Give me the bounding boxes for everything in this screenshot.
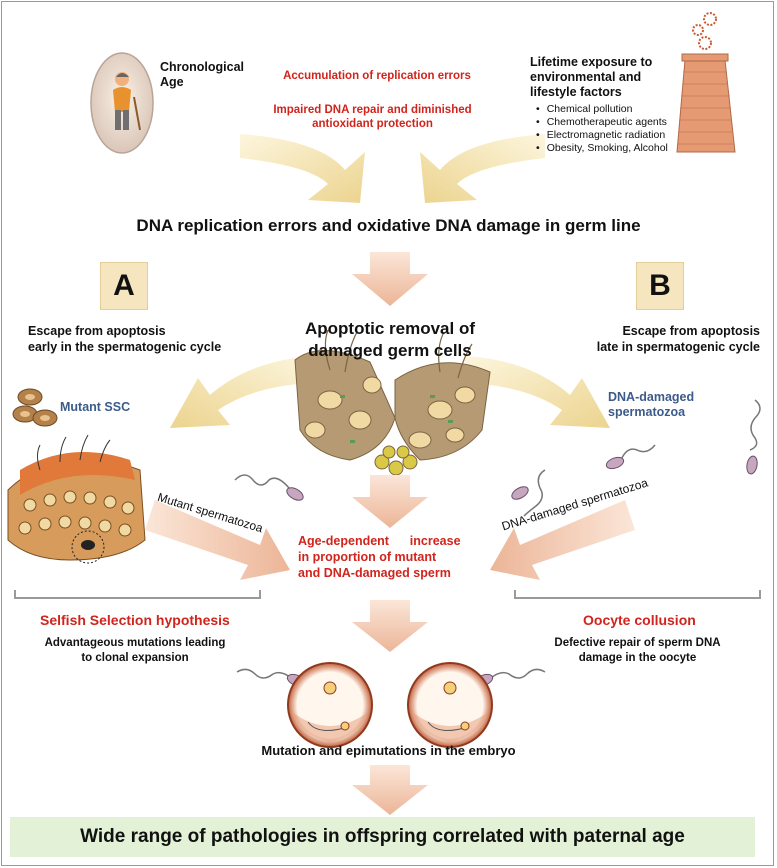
mutant-ssc-cells (12, 388, 58, 427)
replication-errors-label: Accumulation of replication errors (283, 70, 471, 82)
factor-item: Obesity, Smoking, Alcohol (536, 142, 686, 155)
selfish-selection-title: Selfish Selection hypothesis (40, 612, 230, 628)
down-arrow-3 (352, 600, 428, 652)
embryo-label: Mutation and epimutations in the embryo (261, 743, 516, 758)
conclusion-band: Wide range of pathologies in offspring c… (10, 817, 755, 857)
embryo-left (287, 662, 373, 748)
side-arrow-left (170, 356, 315, 428)
converge-arrow-right (420, 134, 545, 203)
oocyte-collusion-title: Oocyte collusion (583, 612, 696, 628)
down-arrow-1 (352, 252, 428, 306)
conclusion-text: Wide range of pathologies in offspring c… (80, 826, 685, 847)
selfish-selection-desc: Advantageous mutations leading to clonal… (44, 637, 226, 664)
factor-item: Chemotherapeutic agents (536, 116, 686, 129)
elderly-person-icon (90, 52, 154, 154)
bracket-right (514, 590, 761, 599)
bracket-left (14, 590, 261, 599)
down-arrow-2 (352, 475, 428, 528)
down-arrow-4 (352, 765, 428, 815)
escape-late-label: Escape from apoptosis late in spermatoge… (596, 324, 760, 354)
oocyte-collusion-desc: Defective repair of sperm DNA damage in … (554, 637, 721, 664)
age-dependent-increase-label: Age-dependent increase in proportion of … (298, 534, 461, 580)
apoptotic-removal-label: Apoptotic removal of damaged germ cells (304, 319, 475, 360)
tubule-section-clonal-expansion (7, 434, 146, 564)
main-heading: DNA replication errors and oxidative DNA… (136, 216, 641, 235)
chronological-age-label: Chronological Age (160, 60, 245, 89)
factory-chimney-icon (676, 12, 736, 153)
embryo-right (407, 662, 493, 748)
converge-arrow-left (240, 134, 365, 203)
diagonal-arrow-left (145, 500, 290, 580)
factor-item: Chemical pollution (536, 103, 686, 116)
dna-repair-label: Impaired DNA repair and diminished antio… (273, 104, 472, 130)
factor-item: Electromagnetic radiation (536, 129, 686, 142)
side-arrow-right (465, 356, 610, 428)
panel-b-label: B (636, 262, 684, 310)
dna-damaged-spermatozoa-label: DNA-damaged spermatozoa (608, 390, 695, 419)
mutant-ssc-label: Mutant SSC (60, 400, 131, 414)
diagonal-arrow-right (490, 500, 635, 580)
lifestyle-title: Lifetime exposure to environmental and l… (530, 55, 653, 99)
seminiferous-tubule-illustration (294, 329, 491, 476)
sperm-icons (234, 399, 761, 679)
panel-a-label: A (100, 262, 148, 310)
escape-early-label: Escape from apoptosis early in the sperm… (28, 324, 222, 354)
lifestyle-factor-list: Chemical pollution Chemotherapeutic agen… (536, 103, 686, 155)
